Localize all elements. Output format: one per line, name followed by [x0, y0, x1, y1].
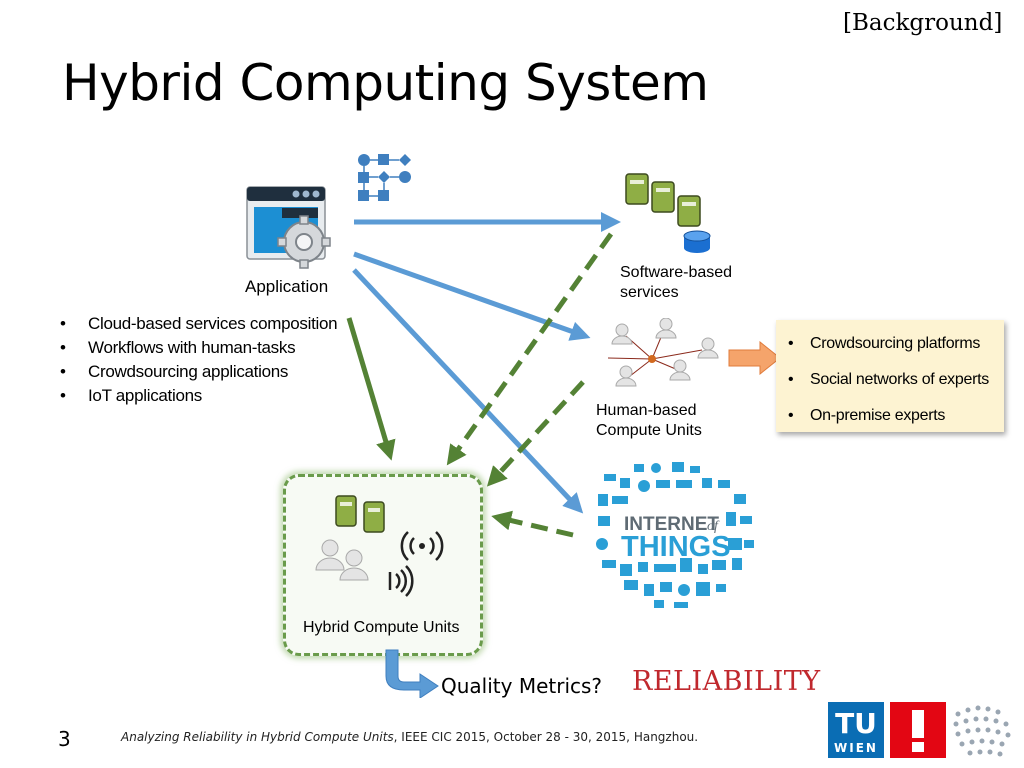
list-item: Crowdsourcing applications [58, 360, 337, 384]
list-item: Workflows with human-tasks [58, 336, 337, 360]
application-label: Application [245, 277, 329, 296]
arrow-app-to-human [353, 251, 591, 341]
slide-title: Hybrid Computing System [62, 54, 709, 112]
hybrid-units-icons [315, 495, 444, 597]
iot-line2: THINGS [621, 531, 731, 563]
human-resources-callout: Crowdsourcing platforms Social networks … [776, 320, 1004, 434]
arrow-app-to-iot [352, 268, 584, 514]
arrow-software-to-hybrid [446, 232, 614, 466]
workflow-icon [358, 154, 411, 201]
list-item: Crowdsourcing platforms [776, 326, 1004, 362]
arrow-iot-to-hybrid [491, 510, 574, 538]
quality-metrics-question: Quality Metrics? [441, 674, 603, 698]
reliability-highlight: RELIABILITY [632, 666, 821, 697]
arrow-app-to-hybrid [346, 317, 396, 461]
list-item: Social networks of experts [776, 362, 1004, 398]
iot-of: of [707, 519, 720, 534]
svg-text:WIEN: WIEN [834, 741, 878, 755]
people-icon [315, 539, 369, 581]
server-icon [363, 501, 385, 533]
hybrid-units-label: Hybrid Compute Units [303, 619, 460, 636]
page-number: 3 [58, 727, 71, 751]
list-item: IoT applications [58, 384, 337, 408]
iot-line1: INTERNET [624, 514, 719, 535]
internet-of-things-graphic: INTERNET of THINGS [596, 462, 754, 608]
curved-arrow-icon [385, 649, 439, 698]
tu-wien-logo: TU WIEN [828, 702, 1011, 758]
section-tag: [Background] [843, 10, 1003, 36]
list-item: On-premise experts [776, 398, 1004, 434]
server-icon [335, 495, 357, 527]
people-network-icon [607, 318, 719, 387]
human-units-label: Human-based Compute Units [596, 402, 702, 439]
wireless-icon [400, 531, 444, 561]
list-item: Cloud-based services composition [58, 312, 338, 336]
application-icon [246, 186, 331, 269]
servers-database-icon [625, 173, 711, 253]
footer-citation: Analyzing Reliability in Hybrid Compute … [121, 730, 699, 744]
application-bullet-list: Cloud-based services composition Workflo… [58, 312, 338, 408]
software-services-label: Software-based services [620, 264, 733, 301]
arrow-human-to-hybrid [486, 380, 585, 487]
svg-text:TU: TU [835, 707, 877, 740]
signal-icon [388, 565, 414, 597]
orange-arrow-icon [728, 341, 781, 375]
